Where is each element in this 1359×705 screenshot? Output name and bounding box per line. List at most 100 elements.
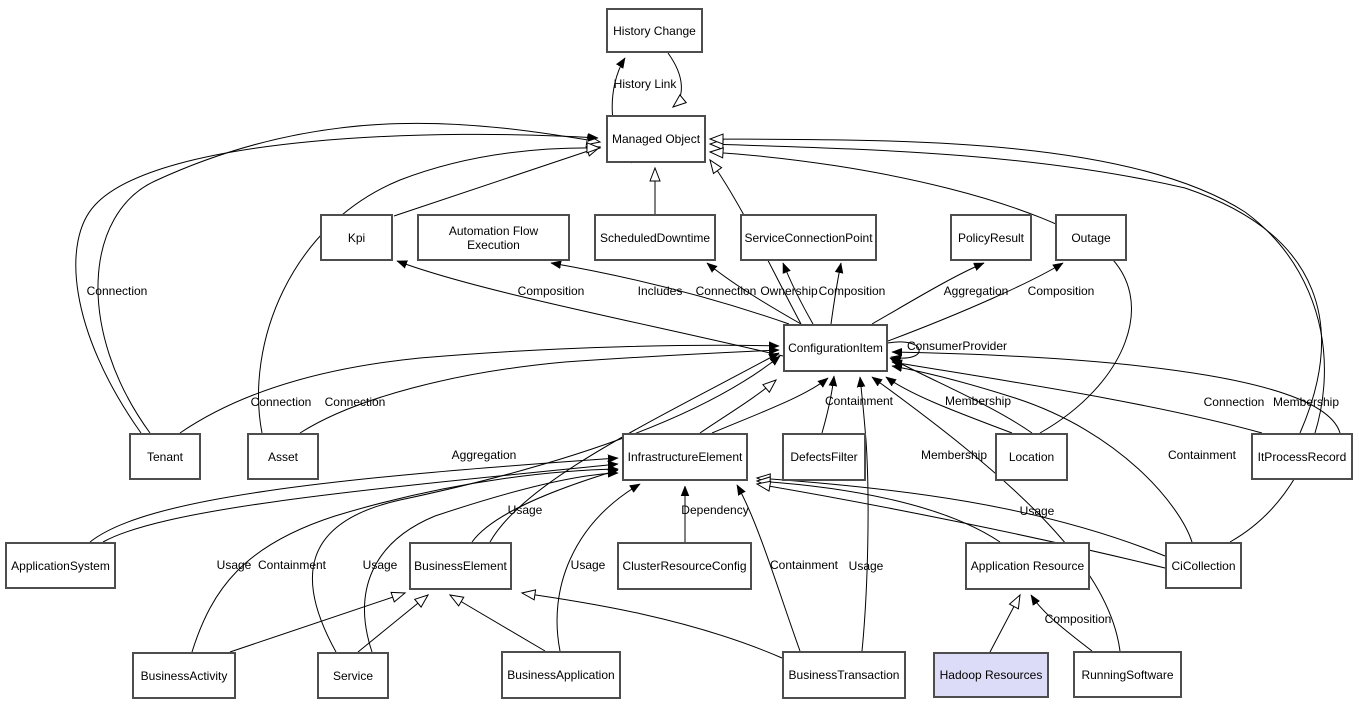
node-label: CiCollection — [1171, 558, 1236, 573]
node-outage[interactable]: Outage — [1055, 214, 1127, 261]
node-label: BusinessElement — [414, 559, 507, 573]
edge-assoc — [556, 483, 640, 652]
node-ci-collection[interactable]: CiCollection — [1165, 542, 1242, 589]
edge-assoc — [886, 376, 1013, 434]
edge-gen — [357, 594, 430, 653]
edge-assoc — [887, 262, 1063, 342]
edge-assoc — [711, 378, 828, 434]
node-scheduled-downtime[interactable]: ScheduledDowntime — [594, 214, 716, 261]
node-service[interactable]: Service — [317, 652, 389, 699]
node-label: ApplicationSystem — [11, 558, 110, 573]
edge-gen — [755, 476, 1001, 543]
edge-gen — [708, 138, 1322, 434]
node-label: PolicyResult — [957, 230, 1025, 245]
node-service-connection-point[interactable]: ServiceConnectionPoint — [740, 214, 877, 261]
node-hadoop-resources[interactable]: Hadoop Resources — [933, 652, 1049, 698]
edge-gen — [699, 379, 778, 434]
node-business-activity[interactable]: BusinessActivity — [132, 652, 236, 699]
edge-gen — [393, 145, 602, 217]
node-label: Automation Flow Execution — [448, 223, 539, 252]
generalization-edges — [97, 52, 1325, 659]
node-label: BusinessApplication — [507, 668, 615, 682]
node-label: Tenant — [146, 449, 184, 464]
node-history-change[interactable]: History Change — [606, 8, 703, 53]
edge-gen — [520, 589, 783, 659]
node-location[interactable]: Location — [995, 433, 1068, 481]
node-label: Location — [1008, 450, 1055, 464]
edge-gen — [755, 473, 1166, 557]
node-business-transaction[interactable]: BusinessTransaction — [782, 651, 906, 699]
node-business-application[interactable]: BusinessApplication — [501, 651, 621, 699]
node-label: Asset — [267, 449, 298, 464]
edge-gen — [667, 52, 688, 108]
node-label: RunningSoftware — [1081, 667, 1174, 682]
edge-assoc — [551, 263, 790, 325]
edge-gen — [755, 480, 1166, 569]
node-label: Managed Object — [611, 132, 701, 146]
node-label: DefectsFilter — [790, 450, 858, 464]
node-running-software[interactable]: RunningSoftware — [1073, 651, 1182, 698]
edge-assoc — [191, 469, 618, 653]
edge-assoc — [397, 261, 784, 357]
edge-assoc — [102, 464, 618, 543]
edge-assoc — [299, 350, 779, 434]
edge-assoc — [871, 262, 984, 325]
edge-assoc — [830, 263, 841, 325]
edge-assoc — [471, 470, 618, 543]
node-label: ItProcessRecord — [1257, 449, 1347, 464]
edge-assoc — [179, 345, 779, 434]
node-defects-filter[interactable]: DefectsFilter — [782, 433, 866, 481]
node-label: Kpi — [347, 230, 366, 245]
edge-assoc — [890, 357, 1033, 434]
edge-gen — [229, 591, 407, 653]
node-label: ClusterResourceConfig — [622, 559, 747, 573]
edge-assoc — [887, 341, 920, 358]
edge-assoc — [892, 366, 1193, 543]
node-application-system[interactable]: ApplicationSystem — [5, 542, 116, 589]
edge-assoc — [892, 352, 1341, 434]
node-business-element[interactable]: BusinessElement — [409, 542, 512, 590]
edge-assoc — [311, 356, 780, 653]
edge-assoc — [860, 377, 869, 652]
node-label: InfrastructureElement — [627, 450, 743, 464]
node-application-resource[interactable]: Application Resource — [965, 542, 1090, 590]
node-label: ServiceConnectionPoint — [744, 230, 873, 245]
node-asset[interactable]: Asset — [247, 433, 319, 480]
edge-assoc — [364, 473, 618, 653]
node-label: Application Resource — [970, 559, 1085, 573]
node-policy-result[interactable]: PolicyResult — [950, 214, 1032, 261]
node-managed-object[interactable]: Managed Object — [606, 115, 706, 163]
node-label: Service — [332, 668, 373, 683]
node-label: BusinessTransaction — [788, 668, 900, 682]
edge-assoc — [75, 134, 598, 434]
edge-assoc — [821, 376, 834, 434]
node-cluster-resource-config[interactable]: ClusterResourceConfig — [617, 542, 752, 590]
edge-gen — [97, 122, 602, 434]
node-label: Outage — [1071, 230, 1111, 245]
node-label: Hadoop Resources — [939, 668, 1043, 682]
node-tenant[interactable]: Tenant — [129, 433, 201, 480]
node-label: ScheduledDowntime — [599, 230, 711, 245]
node-label: BusinessActivity — [140, 668, 228, 683]
node-label: ConfigurationItem — [788, 341, 883, 355]
node-it-process-record[interactable]: ItProcessRecord — [1251, 433, 1353, 480]
edge-assoc — [489, 352, 779, 543]
node-label: History Change — [613, 23, 696, 38]
edge-gen — [989, 593, 1021, 653]
edge-gen — [708, 147, 1132, 434]
node-kpi[interactable]: Kpi — [320, 214, 393, 261]
node-infrastructure-element[interactable]: InfrastructureElement — [622, 433, 748, 481]
edge-assoc — [707, 263, 802, 325]
edge-gen — [448, 594, 546, 652]
node-automation-flow-execution[interactable]: Automation Flow Execution — [417, 214, 570, 261]
node-configuration-item[interactable]: ConfigurationItem — [783, 324, 888, 372]
edge-assoc — [872, 376, 1121, 652]
edge-gen — [258, 142, 602, 434]
edge-assoc — [892, 362, 1263, 434]
edge-assoc — [782, 263, 814, 325]
edge-assoc — [736, 485, 801, 652]
association-edges — [75, 58, 1341, 653]
edge-assoc — [1030, 595, 1093, 652]
